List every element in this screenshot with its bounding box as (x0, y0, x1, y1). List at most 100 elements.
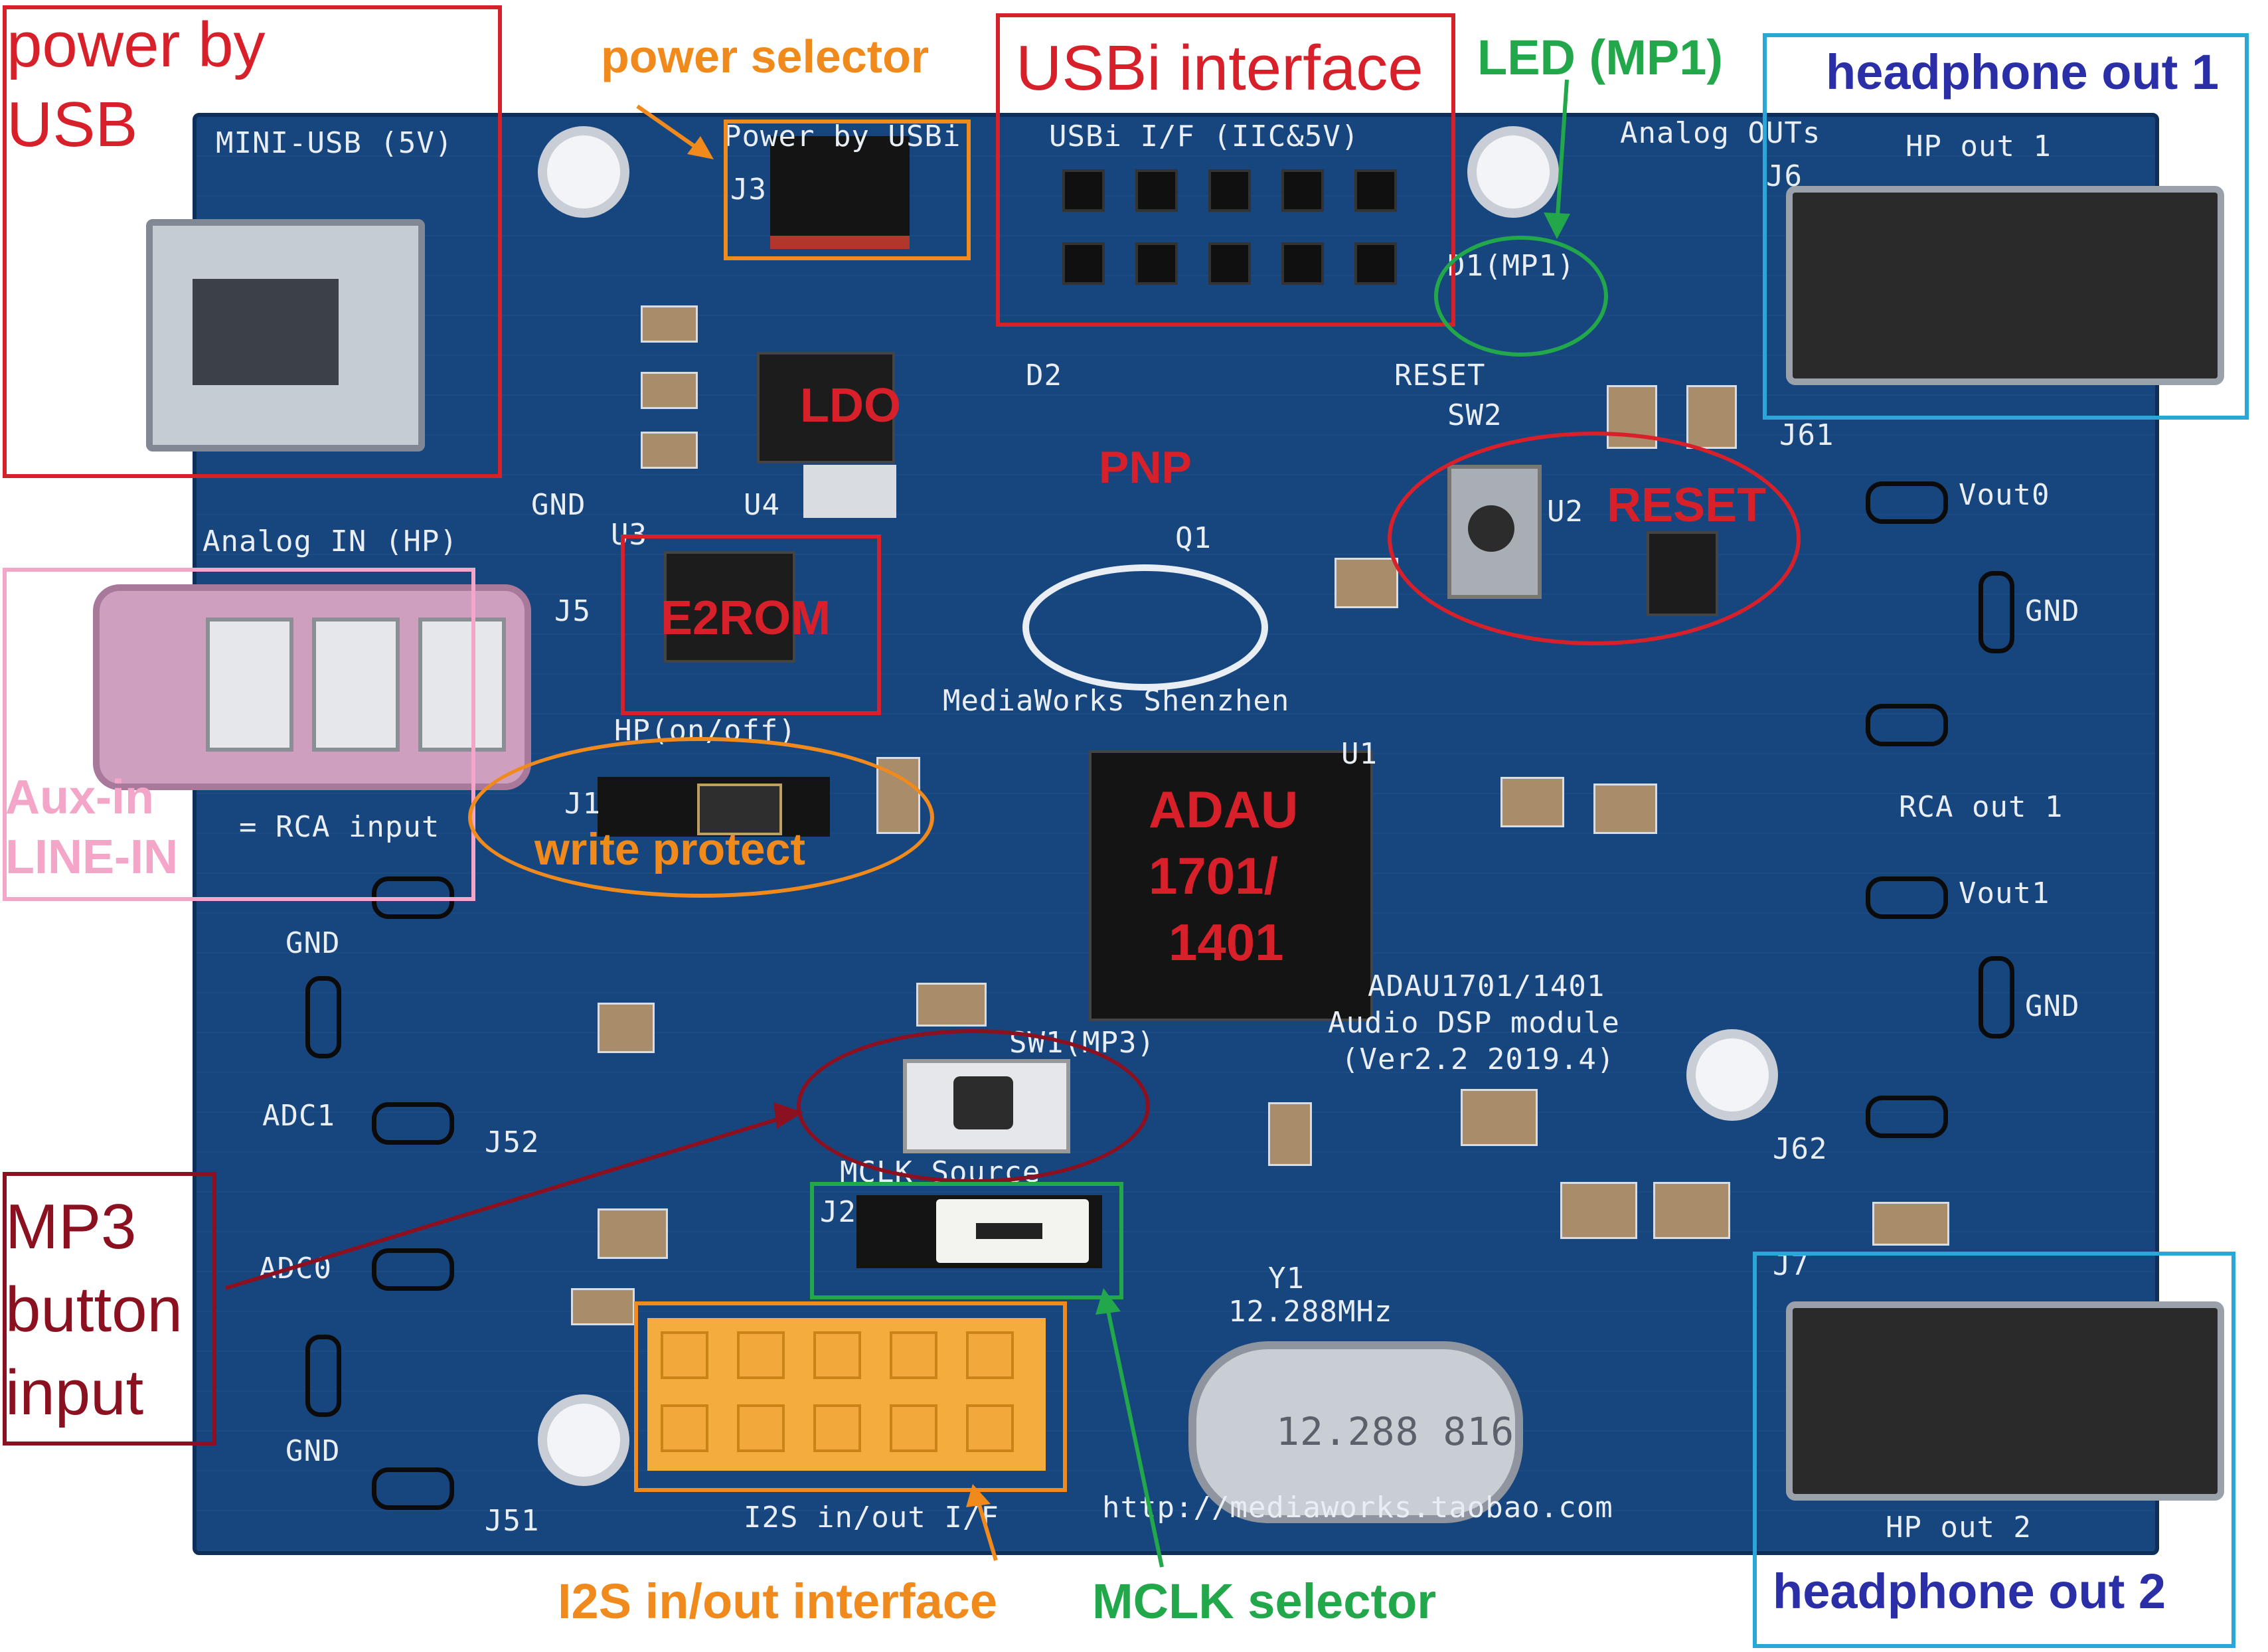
adc1-slot (372, 1102, 454, 1145)
silk-analog-outs: Analog OUTs (1620, 116, 1821, 150)
callout-aux-in-line1: Aux-in (5, 771, 154, 824)
silk-gnd-left-1: GND (285, 926, 341, 960)
usbi-interface-box (996, 13, 1455, 327)
callout-write-protect: write protect (534, 824, 806, 874)
mclk-jumper (856, 1195, 1102, 1268)
mp3-button-box (3, 1172, 216, 1446)
power-by-usb-box (3, 5, 502, 478)
aux-in-box (3, 568, 475, 901)
capacitor-c5 (1686, 385, 1737, 449)
mp3-button-oval (797, 1029, 1150, 1183)
silk-crystal-freq: 12.288MHz (1228, 1295, 1393, 1329)
silk-vout0: Vout0 (1959, 478, 2050, 512)
capacitor-c40 (1500, 777, 1564, 827)
callout-headphone-out-2: headphone out 2 (1773, 1564, 2166, 1619)
vout1-bottom-slot (1866, 1096, 1948, 1138)
i2s-interface-box (634, 1301, 1067, 1492)
capacitor-c36 (1593, 784, 1657, 834)
silk-url: http://mediaworks.taobao.com (1102, 1491, 1613, 1525)
write-protect-oval (468, 737, 934, 898)
adc0-gnd-slot (305, 1335, 341, 1417)
callout-i2s-interface: I2S in/out interface (558, 1574, 998, 1629)
capacitor-c11 (598, 1208, 668, 1259)
vout0-bottom-slot (1866, 704, 1948, 746)
crystal-oscillator: 12.288 816 (1188, 1341, 1523, 1523)
e2rom-chip (664, 551, 795, 663)
silk-gnd-top: GND (531, 488, 586, 522)
silk-u1: U1 (1341, 737, 1378, 771)
vout0-gnd-slot (1979, 571, 2014, 653)
power-selector-jumper (770, 136, 910, 249)
ldo-regulator (757, 352, 895, 463)
callout-led-mp1: LED (MP1) (1477, 30, 1723, 85)
silk-reset: RESET (1394, 359, 1486, 392)
capacitor-c3 (641, 432, 698, 469)
vout1-slot (1866, 876, 1948, 919)
silk-d2: D2 (1026, 359, 1062, 392)
silk-hp-out-1: HP out 1 (1905, 129, 2052, 163)
adc0-slot (372, 1248, 454, 1291)
label-pnp: PNP (1099, 442, 1192, 493)
hp-out-2-jack (1786, 1301, 2224, 1501)
silk-q1: Q1 (1175, 521, 1212, 555)
label-adau-line1: ADAU (1149, 780, 1299, 839)
headphone-out-2-box (1753, 1252, 2235, 1648)
capacitor-c27 (916, 983, 987, 1027)
capacitor-c23 (1461, 1089, 1538, 1146)
silk-j5: J5 (554, 594, 591, 628)
silk-adc0: ADC0 (259, 1252, 332, 1285)
capacitor-c4 (641, 372, 698, 409)
callout-mclk-selector: MCLK selector (1092, 1574, 1437, 1629)
silk-vout1: Vout1 (1959, 876, 2050, 910)
vout1-gnd-slot (1979, 956, 2014, 1038)
silk-hp-out-2: HP out 2 (1886, 1511, 2032, 1544)
silk-module-line3: (Ver2.2 2019.4) (1341, 1042, 1615, 1076)
silk-gnd-left-2: GND (285, 1434, 341, 1468)
silk-gnd-right-1: GND (2025, 594, 2080, 628)
silk-gnd-right-2: GND (2025, 989, 2080, 1023)
callout-usbi-interface: USBi interface (1016, 33, 1423, 104)
capacitor-c13 (1268, 1102, 1312, 1166)
silk-j3: J3 (730, 173, 767, 206)
silk-rca-input: = RCA input (239, 810, 440, 844)
label-e2rom: E2ROM (661, 592, 831, 645)
silk-mediaworks: MediaWorks Shenzhen (943, 684, 1290, 718)
capacitor-c51 (1653, 1182, 1730, 1239)
mounting-hole-right (1686, 1029, 1778, 1121)
silk-y1: Y1 (1268, 1262, 1305, 1295)
silk-j61: J61 (1779, 418, 1834, 452)
silk-rca-out-1: RCA out 1 (1899, 790, 2064, 824)
silk-j62: J62 (1773, 1132, 1828, 1166)
adc0-bottom-slot (372, 1467, 454, 1510)
aux-in-jack (93, 584, 531, 790)
mediaworks-logo (1022, 564, 1268, 691)
capacitor-c61 (1560, 1182, 1637, 1239)
e2rom-box (621, 535, 881, 715)
callout-mp3-line2: button (5, 1274, 183, 1345)
mclk-selector-box (810, 1182, 1123, 1299)
crystal-marking: 12.288 816 (1276, 1409, 1515, 1454)
usbi-header (1049, 163, 1421, 315)
ldo-tab (803, 465, 896, 518)
silk-j51: J51 (485, 1504, 540, 1538)
silk-usbi-if: USBi I/F (IIC&5V) (1049, 120, 1360, 153)
capacitor-c21 (1335, 558, 1398, 608)
vout0-slot (1866, 481, 1948, 524)
capacitor-c1 (641, 305, 698, 343)
capacitor-c9 (571, 1288, 635, 1325)
reset-oval (1388, 432, 1801, 645)
headphone-out-1-box (1763, 33, 2249, 420)
capacitor-c12 (598, 1003, 655, 1053)
callout-power-selector: power selector (601, 31, 930, 82)
callout-headphone-out-1: headphone out 1 (1826, 44, 2219, 100)
callout-mp3-line1: MP3 (5, 1191, 137, 1262)
capacitor-c54 (1872, 1202, 1949, 1246)
silk-power-usbi: Power by USBi (724, 120, 961, 153)
adc1-gnd-slot (305, 976, 341, 1058)
silk-mini-usb: MINI-USB (5V) (216, 126, 453, 160)
silk-module-line1: ADAU1701/1401 (1368, 969, 1605, 1003)
i2s-header (647, 1318, 1046, 1471)
silk-i2s: I2S in/out I/F (744, 1501, 999, 1534)
callout-mp3-line3: input (5, 1357, 144, 1428)
silk-analog-in: Analog IN (HP) (202, 525, 458, 558)
